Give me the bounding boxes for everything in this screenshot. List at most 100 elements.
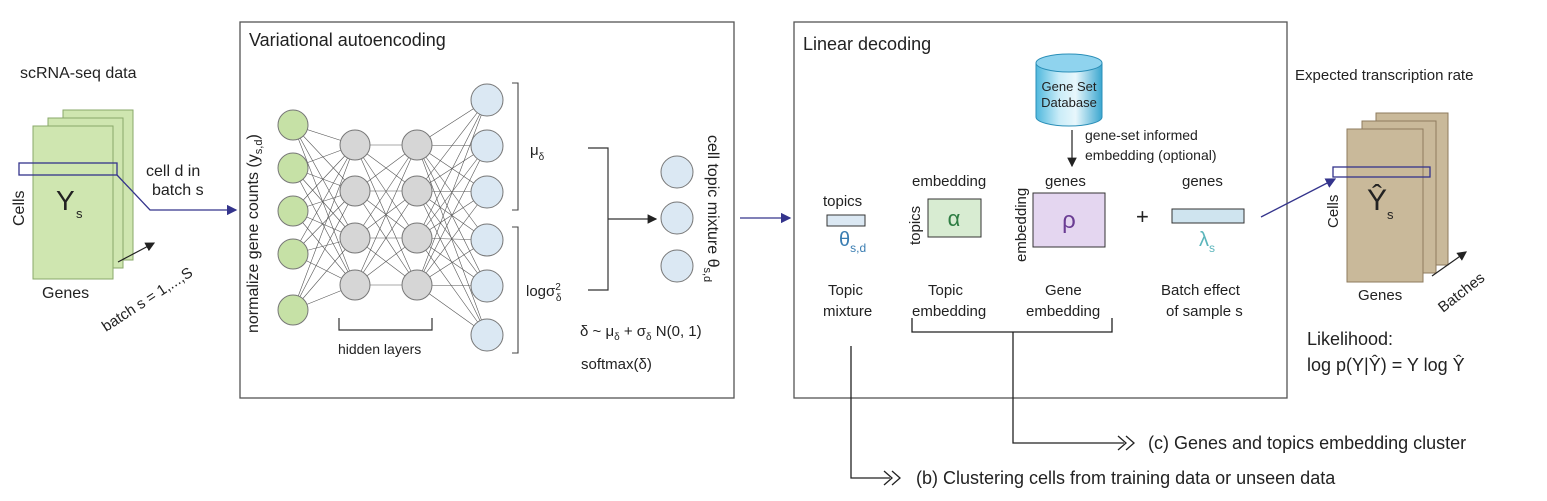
theta-axis-subscript: s,d bbox=[701, 268, 713, 283]
network-edge bbox=[416, 99, 488, 239]
network-edge bbox=[416, 144, 488, 336]
database-label-line2: Database bbox=[1041, 95, 1097, 110]
hidden2-node bbox=[401, 269, 433, 301]
topics-header: topics bbox=[823, 193, 862, 210]
theta-axis-label: cell topic mixture θs,d bbox=[701, 135, 721, 282]
input-node bbox=[277, 195, 309, 227]
network-edge bbox=[292, 167, 356, 286]
input-matrix-symbol: Y bbox=[56, 185, 75, 216]
decoder-to-output-arrow bbox=[1260, 178, 1337, 218]
theta-node bbox=[660, 155, 694, 189]
network-edge bbox=[416, 99, 488, 286]
input-axis-text: normalize gene counts (y bbox=[245, 154, 262, 333]
input-genes-label: Genes bbox=[42, 285, 89, 302]
gene-set-database-icon bbox=[1035, 53, 1103, 127]
logsigma-bracket bbox=[512, 226, 519, 354]
input-node bbox=[277, 238, 309, 270]
reparam-part-a: δ ~ μ bbox=[580, 323, 614, 340]
embedding-cluster-arrow bbox=[1012, 332, 1124, 444]
theta-vector-symbol: θ bbox=[839, 229, 850, 251]
caption-batch-effect-2: of sample s bbox=[1166, 303, 1243, 320]
input-axis-close: ) bbox=[245, 134, 262, 139]
mu-subscript: δ bbox=[539, 152, 545, 163]
latent-node bbox=[470, 318, 504, 352]
outcome-b-label: (b) Clustering cells from training data … bbox=[916, 468, 1336, 488]
input-cell-label-line1: cell d in bbox=[146, 163, 200, 180]
caption-topic-mixture-2: mixture bbox=[823, 303, 872, 320]
mu-symbol: μ bbox=[530, 142, 539, 159]
network-edges bbox=[292, 99, 488, 336]
output-title: Expected transcription rate bbox=[1295, 67, 1473, 84]
network-edge bbox=[354, 144, 418, 239]
network-nodes bbox=[277, 83, 694, 352]
input-axis-subscript: s,d bbox=[253, 140, 265, 155]
lambda-subscript: s bbox=[1209, 241, 1215, 255]
theta-vector-subscript: s,d bbox=[850, 241, 866, 255]
theta-vector bbox=[826, 214, 866, 227]
embedding-cluster-chevron-icon bbox=[1117, 435, 1135, 451]
output-batches-label: Batches bbox=[1435, 269, 1488, 316]
outcome-c-label: (c) Genes and topics embedding cluster bbox=[1148, 433, 1466, 453]
reparam-part-b: + σ bbox=[620, 323, 647, 340]
network-edge bbox=[292, 144, 356, 255]
reparam-sub-b: δ bbox=[646, 332, 652, 343]
decoder-title: Linear decoding bbox=[803, 34, 931, 54]
informed-label-line2: embedding (optional) bbox=[1085, 147, 1217, 163]
theta-vector-label: θs,d bbox=[839, 229, 866, 255]
network-edge bbox=[416, 145, 488, 286]
database-label-line1: Gene Set bbox=[1042, 79, 1097, 94]
mu-label: μδ bbox=[530, 142, 545, 163]
theta-axis-text: cell topic mixture θ bbox=[704, 135, 721, 268]
input-axis-label: normalize gene counts (ys,d) bbox=[245, 134, 265, 333]
alpha-header: embedding bbox=[912, 173, 986, 190]
decoder-panel bbox=[793, 21, 1288, 399]
alpha-symbol: α bbox=[948, 206, 961, 231]
theta-node bbox=[660, 201, 694, 235]
mu-bracket bbox=[512, 82, 519, 211]
latent-node bbox=[470, 175, 504, 209]
input-cells-label: Cells bbox=[11, 190, 28, 226]
lambda-header: genes bbox=[1182, 173, 1223, 190]
caption-gene-embedding-2: embedding bbox=[1026, 303, 1100, 320]
input-matrix-stack bbox=[32, 109, 134, 280]
network-edge bbox=[416, 191, 488, 286]
vae-panel bbox=[239, 21, 735, 399]
input-to-vae-arrow bbox=[116, 174, 238, 216]
latent-node bbox=[470, 269, 504, 303]
latent-node bbox=[470, 129, 504, 163]
softmax-label: softmax(δ) bbox=[581, 356, 652, 373]
lambda-label: λs bbox=[1199, 229, 1215, 255]
batches-arrow bbox=[1431, 251, 1467, 277]
input-cell-row bbox=[18, 162, 118, 176]
hidden1-node bbox=[339, 175, 371, 207]
input-node bbox=[277, 294, 309, 326]
logsigma-subscript: δ bbox=[556, 293, 562, 304]
reparam-sub-a: δ bbox=[614, 332, 620, 343]
input-cell-label-line2: batch s bbox=[152, 182, 204, 199]
lambda-symbol: λ bbox=[1199, 229, 1209, 251]
embedding-bracket bbox=[911, 318, 1113, 333]
hidden-layers-bracket bbox=[338, 318, 433, 331]
batch-arrow bbox=[117, 242, 156, 263]
logsigma-superscript: 2 bbox=[555, 282, 561, 293]
theta-node bbox=[660, 249, 694, 283]
input-matrix-subscript: s bbox=[76, 206, 83, 221]
network-edge bbox=[416, 99, 488, 192]
likelihood-line2: log p(Y|Ŷ) = Y log Ŷ bbox=[1307, 355, 1465, 375]
output-cells-label: Cells bbox=[1325, 195, 1342, 228]
caption-batch-effect-1: Batch effect bbox=[1161, 282, 1241, 299]
network-edge bbox=[292, 237, 356, 311]
latent-node bbox=[470, 83, 504, 117]
hidden-layers-label: hidden layers bbox=[338, 341, 421, 357]
informed-label-line1: gene-set informed bbox=[1085, 127, 1198, 143]
hidden1-node bbox=[339, 222, 371, 254]
hidden1-node bbox=[339, 269, 371, 301]
latent-node bbox=[470, 223, 504, 257]
output-genes-label: Genes bbox=[1358, 287, 1402, 304]
hidden2-node bbox=[401, 222, 433, 254]
hidden2-node bbox=[401, 129, 433, 161]
clustering-cells-chevron-icon bbox=[883, 470, 901, 486]
network-edge bbox=[292, 124, 356, 239]
